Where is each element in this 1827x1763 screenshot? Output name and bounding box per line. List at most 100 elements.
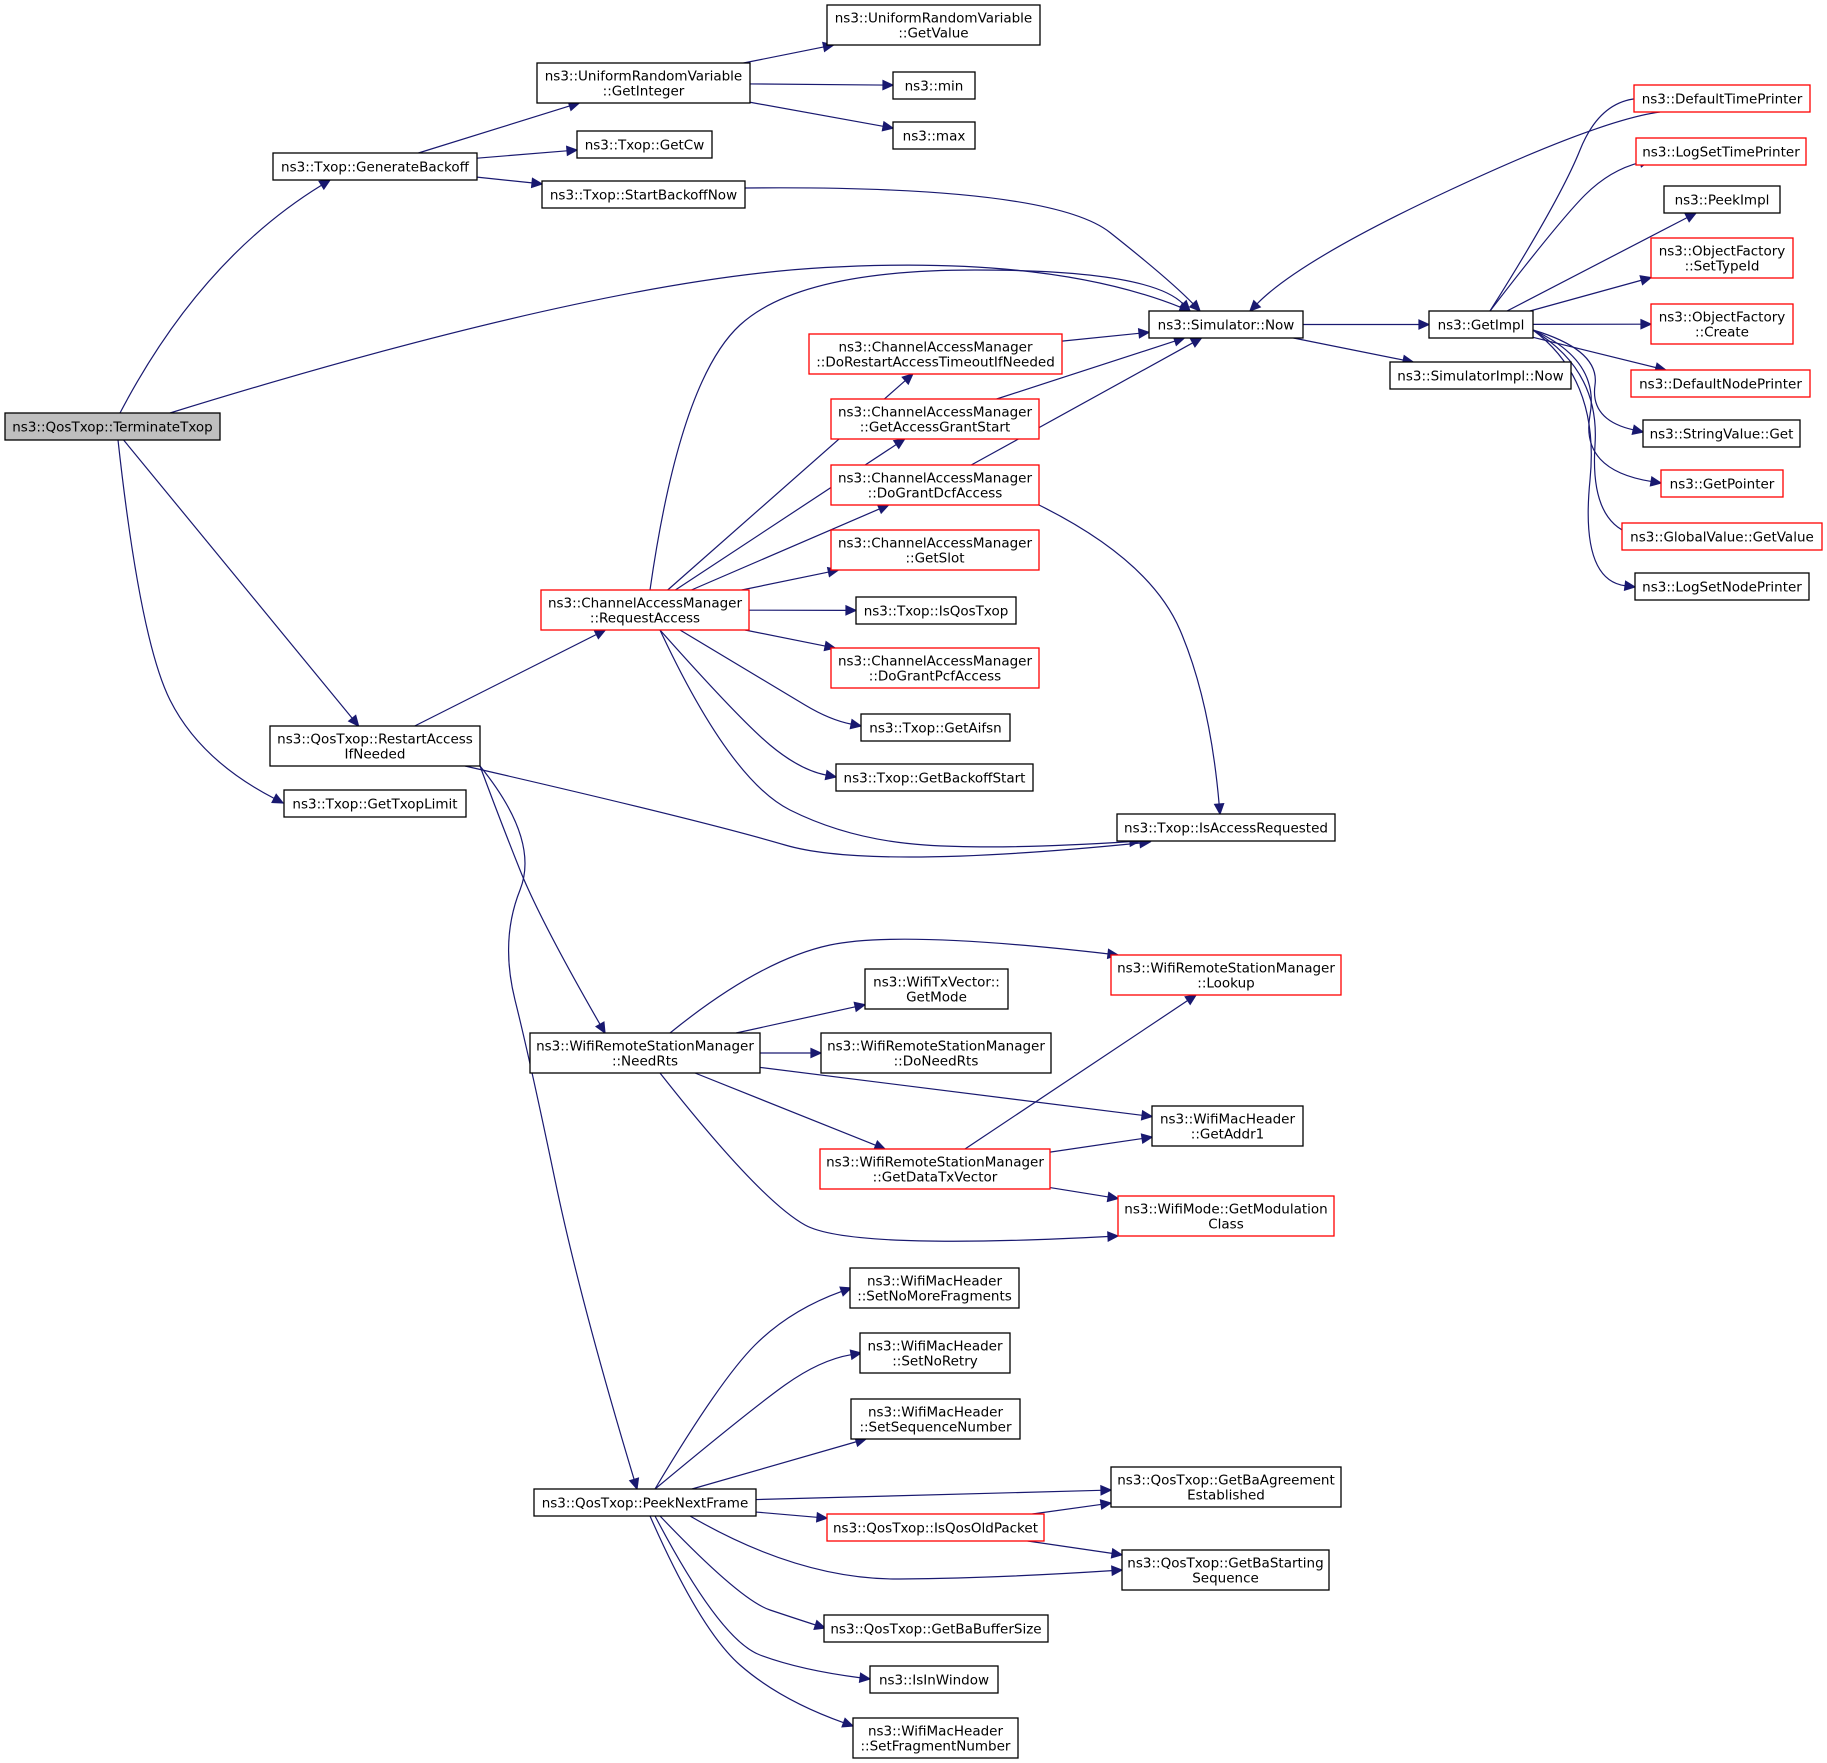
node-getBackoffStart[interactable]: ns3::Txop::GetBackoffStart [835, 763, 1034, 792]
node-setFragmentNumber[interactable]: ns3::WifiMacHeader::SetFragmentNumber [852, 1717, 1019, 1759]
node-peekImpl[interactable]: ns3::PeekImpl [1663, 185, 1781, 214]
node-doGrantDcfAccess[interactable]: ns3::ChannelAccessManager::DoGrantDcfAcc… [830, 464, 1040, 506]
node-box [1117, 1195, 1335, 1237]
edge-arrowhead [1110, 1547, 1124, 1559]
node-getCw[interactable]: ns3::Txop::GetCw [576, 130, 713, 159]
node-isQosOldPacket[interactable]: ns3::QosTxop::IsQosOldPacket [826, 1513, 1045, 1542]
node-setNoMoreFragments[interactable]: ns3::WifiMacHeader::SetNoMoreFragments [849, 1267, 1020, 1309]
node-urvGetInteger[interactable]: ns3::UniformRandomVariable::GetInteger [536, 62, 751, 104]
node-label: ns3::QosTxop::GetBaBufferSize [830, 1622, 1041, 1638]
edge-line [669, 938, 1109, 1034]
node-doNeedRts[interactable]: ns3::WifiRemoteStationManager::DoNeedRts [820, 1032, 1052, 1074]
node-box [1121, 1549, 1330, 1591]
node-getPointer[interactable]: ns3::GetPointer [1660, 469, 1784, 498]
nodes-layer: ns3::QosTxop::TerminateTxopns3::Txop::Ge… [4, 4, 1823, 1759]
node-lookup[interactable]: ns3::WifiRemoteStationManager::Lookup [1110, 954, 1342, 996]
node-getImpl[interactable]: ns3::GetImpl [1428, 310, 1534, 339]
edge-peekNextFrame-to-getBaAgreement [755, 1484, 1113, 1501]
node-box [892, 121, 976, 150]
node-box [820, 1032, 1052, 1074]
node-getSlot[interactable]: ns3::ChannelAccessManager::GetSlot [830, 529, 1040, 571]
node-logSetNodePrinter[interactable]: ns3::LogSetNodePrinter [1634, 572, 1810, 601]
node-label: ns3::DefaultTimePrinter [1642, 92, 1803, 108]
node-doRestartTimeout[interactable]: ns3::ChannelAccessManager::DoRestartAcce… [808, 333, 1063, 375]
edge-arrowhead [1107, 1231, 1120, 1242]
node-min[interactable]: ns3::min [892, 71, 976, 100]
node-setSequenceNumber[interactable]: ns3::WifiMacHeader::SetSequenceNumber [850, 1398, 1021, 1440]
node-defaultTimePrinter[interactable]: ns3::DefaultTimePrinter [1633, 84, 1811, 113]
node-getAifsn[interactable]: ns3::Txop::GetAifsn [860, 713, 1011, 742]
node-getDataTxVector[interactable]: ns3::WifiRemoteStationManager::GetDataTx… [819, 1148, 1051, 1190]
node-ofSetTypeId[interactable]: ns3::ObjectFactory::SetTypeId [1650, 237, 1794, 279]
node-box [892, 71, 976, 100]
edge-line [755, 1489, 1102, 1501]
node-label: ns3::QosTxop::PeekNextFrame [542, 1496, 749, 1512]
node-box [1110, 1466, 1342, 1508]
node-label: ns3::PeekImpl [1675, 193, 1770, 209]
node-getAccessGrantStart[interactable]: ns3::ChannelAccessManager::GetAccessGran… [830, 398, 1040, 440]
node-txVectorGetMode[interactable]: ns3::WifiTxVector::GetMode [864, 968, 1009, 1010]
node-requestAccess[interactable]: ns3::ChannelAccessManager::RequestAccess [540, 589, 750, 631]
node-box [540, 589, 750, 631]
node-stringValueGet[interactable]: ns3::StringValue::Get [1642, 419, 1801, 448]
edge-arrowhead [892, 438, 906, 450]
edge-restartAccess-to-isAccessRequested [464, 765, 1152, 858]
edge-arrowhead [1140, 1133, 1154, 1145]
node-getAddr1[interactable]: ns3::WifiMacHeader::GetAddr1 [1151, 1105, 1304, 1147]
edge-line [479, 765, 601, 1025]
edge-line [659, 629, 1131, 848]
edge-line [659, 629, 827, 776]
edge-urvGetInteger-to-max [749, 101, 895, 132]
edge-line [1529, 279, 1642, 312]
node-box [1116, 813, 1336, 842]
node-ofCreate[interactable]: ns3::ObjectFactory::Create [1650, 303, 1794, 345]
node-getBaBufferSize[interactable]: ns3::QosTxop::GetBaBufferSize [823, 1614, 1049, 1643]
node-simNow[interactable]: ns3::Simulator::Now [1148, 310, 1304, 339]
node-globalValueGetValue[interactable]: ns3::GlobalValue::GetValue [1621, 522, 1823, 551]
edge-arrowhead [271, 793, 285, 804]
edge-line [1061, 332, 1140, 342]
node-needRts[interactable]: ns3::WifiRemoteStationManager::NeedRts [529, 1032, 761, 1074]
node-setNoRetry[interactable]: ns3::WifiMacHeader::SetNoRetry [859, 1332, 1011, 1374]
node-urvGetValue[interactable]: ns3::UniformRandomVariable::GetValue [826, 4, 1041, 46]
node-label: ::DoNeedRts [894, 1054, 979, 1070]
node-label: GetMode [906, 990, 967, 1006]
edge-arrowhead [1640, 318, 1653, 330]
edge-line [1532, 329, 1631, 535]
node-max[interactable]: ns3::max [892, 121, 976, 150]
node-doGrantPcfAccess[interactable]: ns3::ChannelAccessManager::DoGrantPcfAcc… [830, 647, 1040, 689]
node-logSetTimePrinter[interactable]: ns3::LogSetTimePrinter [1635, 137, 1807, 166]
edge-line [479, 765, 635, 1480]
edge-peekNextFrame-to-setFragmentNumber [649, 1515, 855, 1728]
node-peekNextFrame[interactable]: ns3::QosTxop::PeekNextFrame [533, 1488, 757, 1517]
node-box [849, 1267, 1020, 1309]
edge-line [1256, 111, 1661, 305]
edge-getDataTxVector-to-getAddr1 [1049, 1133, 1154, 1153]
node-getTxopLimit[interactable]: ns3::Txop::GetTxopLimit [283, 789, 467, 818]
node-label: ::DoRestartAccessTimeoutIfNeeded [816, 355, 1055, 371]
node-label: ns3::Txop::GetTxopLimit [292, 797, 457, 813]
node-simImplNow[interactable]: ns3::SimulatorImpl::Now [1389, 361, 1572, 390]
node-terminateTxop[interactable]: ns3::QosTxop::TerminateTxop [4, 412, 221, 441]
node-label: ns3::LogSetTimePrinter [1642, 145, 1800, 161]
node-isAccessRequested[interactable]: ns3::Txop::IsAccessRequested [1116, 813, 1336, 842]
edge-line [744, 629, 826, 647]
node-label: ns3::ChannelAccessManager [838, 471, 1033, 487]
edge-needRts-to-getDataTxVector [694, 1072, 887, 1151]
node-isQosTxop[interactable]: ns3::Txop::IsQosTxop [855, 596, 1017, 625]
edge-peekNextFrame-to-setSequenceNumber [691, 1436, 868, 1490]
node-label: ns3::WifiMacHeader [867, 1274, 1003, 1290]
edge-arrowhead [824, 769, 838, 781]
node-defaultNodePrinter[interactable]: ns3::DefaultNodePrinter [1630, 369, 1811, 398]
edge-arrowhead [1184, 994, 1198, 1006]
node-isInWindow[interactable]: ns3::IsInWindow [869, 1665, 999, 1694]
node-label: ns3::Txop::GenerateBackoff [281, 160, 470, 176]
node-label: ::RequestAccess [590, 611, 700, 627]
edge-arrowhead [815, 1511, 829, 1523]
node-startBackoffNow[interactable]: ns3::Txop::StartBackoffNow [541, 180, 746, 209]
node-generateBackoff[interactable]: ns3::Txop::GenerateBackoff [272, 152, 478, 181]
